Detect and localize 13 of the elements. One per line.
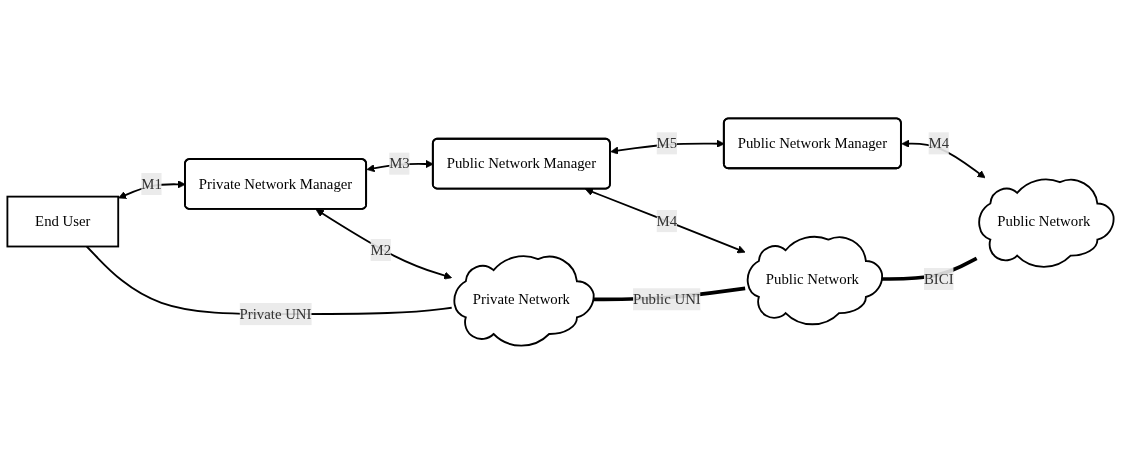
node-box: End User (6, 195, 120, 248)
edge-label: M3 (389, 155, 410, 171)
arrow (901, 139, 986, 179)
edge-label: Private UNI (239, 305, 312, 322)
edge-label: M4 (656, 212, 678, 229)
edge-label: BICI (924, 270, 954, 287)
edge-label: M4 (928, 134, 950, 151)
arrow (315, 209, 453, 280)
edge-label: Public UNI (633, 290, 701, 307)
edge-label: M1 (141, 175, 162, 192)
edge-label: M2 (370, 241, 392, 258)
arrow (585, 188, 746, 254)
edge-label: M5 (656, 134, 678, 151)
